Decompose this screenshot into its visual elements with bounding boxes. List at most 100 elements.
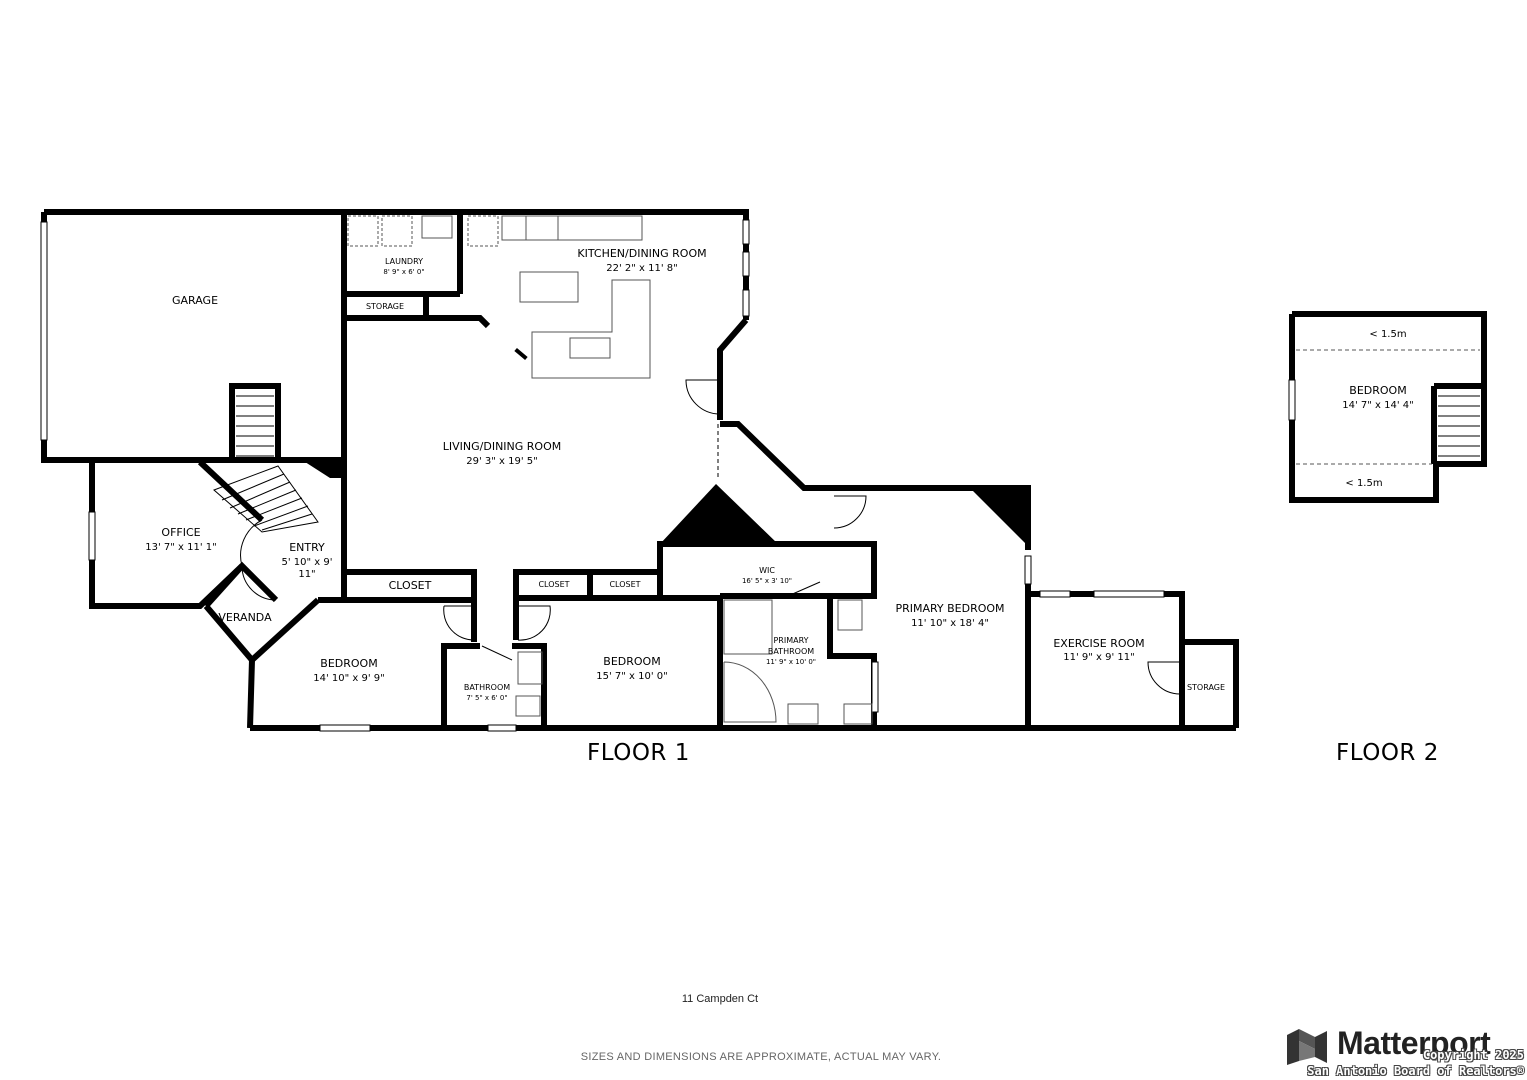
floor-2-details <box>1288 349 1480 465</box>
exercise-window-2 <box>1093 590 1165 598</box>
primary-bedroom-size: 11' 10" x 18' 4" <box>911 618 989 629</box>
kitchen-door <box>685 379 721 415</box>
kitchen-window-3 <box>742 289 750 317</box>
wic-size: 16' 5" x 3' 10" <box>742 577 792 585</box>
exercise-storage-door <box>1147 661 1181 695</box>
floor-1-walls <box>41 209 1239 731</box>
low-ceiling-top-label: < 1.5m <box>1369 329 1406 340</box>
bedroom-left-size: 14' 10" x 9' 9" <box>313 673 385 684</box>
exercise-name: EXERCISE ROOM <box>1053 637 1144 650</box>
kitchen-window-2 <box>742 251 750 277</box>
toilet <box>837 599 863 631</box>
exercise-size: 11' 9" x 9' 11" <box>1063 652 1135 663</box>
office-window <box>88 511 96 561</box>
primary-bath-name-1: PRIMARY <box>773 636 808 645</box>
floor-1-fixtures <box>347 215 873 725</box>
floor-1-windows <box>40 219 1165 732</box>
low-ceiling-bottom-label: < 1.5m <box>1345 478 1382 489</box>
office-door-jamb <box>203 563 245 609</box>
floor-2-window <box>1288 379 1296 421</box>
kitchen-counter <box>501 215 643 241</box>
veranda-walls <box>203 604 256 729</box>
closet-mid-a-name: CLOSET <box>538 580 569 589</box>
primary-bath-size: 11' 9" x 10' 0" <box>766 658 816 666</box>
wic-name: WIC <box>759 566 775 575</box>
kitchen-sink <box>569 337 611 359</box>
living-name: LIVING/DINING ROOM <box>443 440 562 453</box>
garage-walls <box>41 209 347 463</box>
floor-2-bedroom-name: BEDROOM <box>1349 384 1406 397</box>
matterport-wordmark: Matterport <box>1337 1025 1491 1061</box>
primary-bath-window <box>871 661 879 713</box>
floor-2-title: FLOOR 2 <box>1336 740 1439 766</box>
primary-bedroom-door <box>833 495 867 529</box>
matterport-logo-icon <box>1287 1029 1327 1065</box>
office-size: 13' 7" x 11' 1" <box>145 542 217 553</box>
wic-walls <box>657 541 877 599</box>
entry-door <box>240 519 263 567</box>
floor-2-stairs <box>1438 395 1480 457</box>
bedroom-mid-size: 15' 7" x 10' 0" <box>596 671 668 682</box>
floor-2-bedroom-size: 14' 7" x 14' 4" <box>1342 400 1414 411</box>
corner-tub <box>723 661 777 723</box>
entry-corner-block <box>302 460 344 478</box>
bedroom-left-angle-wall <box>249 597 321 663</box>
laundry-name: LAUNDRY <box>385 257 423 266</box>
closet-left-name: CLOSET <box>389 579 432 592</box>
laundry-size: 8' 9" x 6' 0" <box>383 268 424 276</box>
kitchen-top-wall <box>344 209 749 320</box>
kitchen-island <box>519 271 579 303</box>
kitchen-size: 22' 2" x 11' 8" <box>606 263 678 274</box>
watermark-line-1: Copyright 2025 <box>1422 1048 1524 1062</box>
entry-size-2: 11" <box>298 569 315 580</box>
vanity-sink-2 <box>843 703 873 725</box>
kitchen-name: KITCHEN/DINING ROOM <box>577 247 706 260</box>
bedroom-left-name: BEDROOM <box>320 657 377 670</box>
office-name: OFFICE <box>161 526 200 539</box>
laundry-sink <box>421 215 453 239</box>
floor-2-walls <box>1289 311 1487 503</box>
closet-mid-b-name: CLOSET <box>609 580 640 589</box>
peninsula-counter <box>531 279 651 379</box>
floor-1-doors <box>240 379 1181 695</box>
veranda-door <box>241 565 277 601</box>
entry-size-1: 5' 10" x 9' <box>281 557 332 568</box>
wic-door <box>787 581 821 597</box>
fridge <box>467 215 499 247</box>
bathroom-name: BATHROOM <box>464 683 510 692</box>
bathroom-door <box>481 645 513 661</box>
bathroom-tub <box>517 651 543 685</box>
disclaimer-text: SIZES AND DIMENSIONS ARE APPROXIMATE, AC… <box>580 1051 942 1063</box>
floor-1-stairs <box>213 395 319 533</box>
garage-stairs <box>236 395 274 457</box>
bedroom-mid-door <box>517 605 551 641</box>
bathroom-vanity <box>515 695 541 717</box>
kitchen-east-wall <box>717 318 749 420</box>
copyright-watermark: Copyright 2025 San Antonio Board of Real… <box>1307 1047 1524 1079</box>
primary-bath-name-2: BATHROOM <box>768 647 814 656</box>
garage-name: GARAGE <box>172 294 218 307</box>
bathroom-window <box>487 724 517 732</box>
garage-stair-walls <box>229 383 281 460</box>
entry-stairs <box>213 465 319 533</box>
storage-top-name: STORAGE <box>366 302 404 311</box>
vanity-sink-1 <box>787 703 819 725</box>
bathroom-size: 7' 5" x 6' 0" <box>466 694 507 702</box>
bedroom-left-door <box>443 605 475 641</box>
office-stair-wall <box>197 459 265 523</box>
island-end-mark <box>514 347 528 361</box>
veranda-name: VERANDA <box>218 611 272 624</box>
exercise-window-1 <box>1039 590 1071 598</box>
dryer <box>381 215 413 247</box>
watermark-line-2: San Antonio Board of Realtors® <box>1307 1064 1524 1078</box>
storage-right-name: STORAGE <box>1187 683 1225 692</box>
kitchen-partition <box>430 315 491 329</box>
floor-1-title: FLOOR 1 <box>587 740 690 766</box>
primary-bedroom-window <box>1024 555 1032 585</box>
kitchen-window-1 <box>742 219 750 245</box>
living-size: 29' 3" x 19' 5" <box>466 456 538 467</box>
primary-bath-wc-walls <box>827 596 877 728</box>
property-address: 11 Campden Ct <box>681 993 759 1005</box>
entry-name: ENTRY <box>289 541 325 554</box>
cooktop <box>525 215 559 241</box>
